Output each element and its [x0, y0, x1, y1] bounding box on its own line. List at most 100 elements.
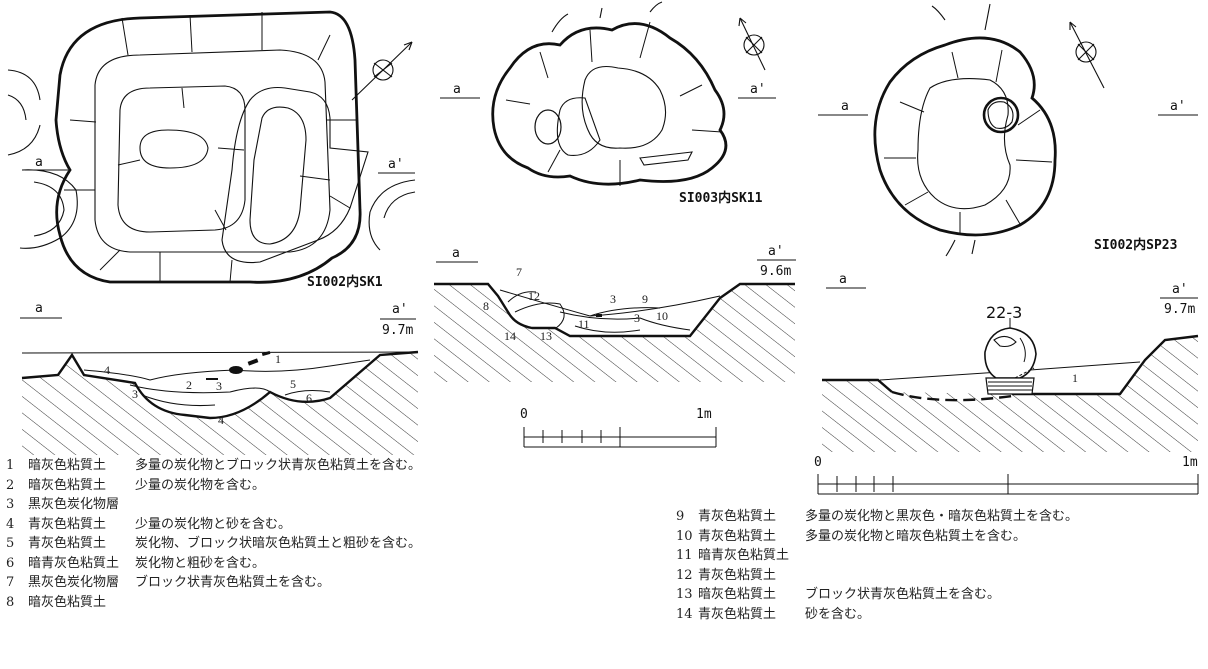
legend-soil: 青灰色粘質土: [698, 606, 777, 622]
legend-soil: 黒灰色炭化物層: [28, 575, 120, 590]
north-arrow-sp23: [1069, 21, 1105, 89]
sp23-caption: SI002内SP23: [1094, 237, 1177, 253]
legend-number: 5: [6, 536, 15, 551]
legend-note: 多量の炭化物と暗灰色粘質土を含む。: [805, 528, 1027, 544]
sk11-layer-3b: 3: [634, 311, 640, 325]
legend-number: 3: [6, 497, 15, 512]
legend-number: 8: [6, 594, 15, 610]
sk11-layer-8: 8: [483, 299, 489, 313]
sk11-scale-one-meter: 1m: [696, 407, 712, 422]
legend-note: 多量の炭化物とブロック状青灰色粘質土を含む。: [135, 458, 422, 473]
sk11-plan-label-a: a: [453, 82, 461, 97]
sk1-layer-3a: 3: [132, 387, 138, 401]
legend-row: 12 青灰色粘質土: [676, 569, 1078, 589]
legend-number: 12: [676, 567, 693, 583]
sk1-layer-4b: 4: [218, 413, 224, 427]
legend-number: 2: [6, 477, 15, 493]
legend-soil: 暗灰色粘質土: [28, 594, 107, 610]
sk11-outline: [491, 22, 728, 186]
north-arrow-sk11: [738, 17, 766, 71]
legend-row: 3 黒灰色炭化物層: [6, 498, 421, 518]
sk11-plan: [440, 1, 776, 186]
sp23-pot-plan: [987, 101, 1014, 129]
legend-soil: 黒灰色炭化物層: [28, 497, 120, 512]
legend-soil: 青灰色粘質土: [698, 567, 777, 583]
sk1-layer-3b: 3: [216, 379, 222, 393]
sk11-lower: [556, 97, 601, 156]
sk1-bottom-oval: [139, 129, 209, 169]
sk1-plan-label-a: a: [35, 155, 43, 170]
sk1-plan: [7, 10, 416, 284]
sk11-layer-12: 12: [528, 289, 540, 303]
sk11-layer-9: 9: [642, 292, 648, 306]
sk11-section-label-a-prime: a': [768, 244, 784, 259]
sk11-layer-13: 13: [540, 329, 552, 343]
sp23-plan: [818, 3, 1198, 257]
sk1-section-label-a-prime: a': [392, 302, 408, 317]
legend-note: 炭化物と粗砂を含む。: [135, 555, 266, 571]
sk1-layer-6: 6: [306, 391, 312, 405]
sk11-section-elevation: 9.6m: [760, 264, 791, 279]
sk11-small-pit: [534, 109, 562, 145]
sk11-plan-label-a-prime: a': [750, 82, 766, 97]
legend-soil: 暗灰色粘質土: [698, 587, 777, 602]
sk11-section-layers: [499, 289, 721, 333]
sk11-layer-3a: 3: [610, 292, 616, 306]
sp23-section-label-a: a: [839, 272, 847, 287]
sk1-section-profile: [21, 350, 419, 420]
sk1-section-layers: [21, 351, 419, 407]
sk11-adjacent-lines: [551, 1, 663, 33]
sk11-section-pit-fill: [490, 283, 740, 336]
sk11-inner-lip: [639, 151, 693, 166]
sp23-plan-label-a-prime: a': [1170, 99, 1186, 114]
sk1-terrace: [94, 49, 331, 253]
legend-note: 多量の炭化物と黒灰色・暗灰色粘質土を含む。: [805, 509, 1079, 524]
legend-soil: 青灰色粘質土: [698, 528, 777, 544]
legend-note: 砂を含む。: [805, 606, 871, 622]
sk11-section: [434, 259, 796, 382]
sp23-scale-bar: [817, 474, 1199, 495]
sk1-right-lobe: [221, 86, 369, 264]
legend-number: 1: [6, 458, 15, 473]
legend-note: 少量の炭化物を含む。: [135, 477, 266, 493]
legend-row: 8 暗灰色粘質土: [6, 596, 421, 616]
sp23-adjacent-lines: [931, 3, 991, 257]
sk1-layer-2: 2: [186, 378, 192, 392]
sk1-layer-1: 1: [275, 352, 281, 366]
sp23-pot-section: [984, 327, 1037, 395]
sk1-adjacent-pit-right: [368, 179, 416, 251]
sk1-section-pit-fill: [74, 356, 380, 418]
sp23-section: [822, 287, 1199, 452]
sk1-hachures: [64, 12, 356, 283]
sk11-caption: SI003内SK11: [679, 190, 763, 206]
legend-number: 7: [6, 575, 15, 590]
legend-number: 6: [6, 555, 15, 571]
sk11-layer-numbers: 7 8 12 14 13 11 3 9 3 10: [483, 265, 668, 343]
sp23-plan-label-a: a: [841, 99, 849, 114]
legend-soil: 暗青灰色粘質土: [698, 548, 790, 563]
north-arrow-sk1: [351, 41, 413, 101]
sk1-section-label-a: a: [35, 301, 43, 316]
legend-note: ブロック状青灰色粘質土を含む。: [805, 587, 1001, 602]
sk1-caption: SI002内SK1: [307, 274, 383, 290]
sp23-layer-1: 1: [1072, 371, 1078, 385]
sk1-section-ground: [22, 352, 418, 455]
sk11-section-label-a: a: [452, 246, 460, 261]
sp23-section-profile-dashed: [891, 390, 1013, 402]
sp23-section-profile: [822, 334, 1199, 396]
legend-number: 10: [676, 528, 693, 544]
sp23-scale-one-meter: 1m: [1182, 455, 1198, 470]
sk1-layer-5: 5: [290, 377, 296, 391]
sp23-inner: [917, 78, 1011, 210]
sk1-adjacent-pit-lower: [19, 169, 78, 249]
sk1-plan-label-a-prime: a': [388, 157, 404, 172]
sk11-scale-zero: 0: [520, 407, 528, 422]
